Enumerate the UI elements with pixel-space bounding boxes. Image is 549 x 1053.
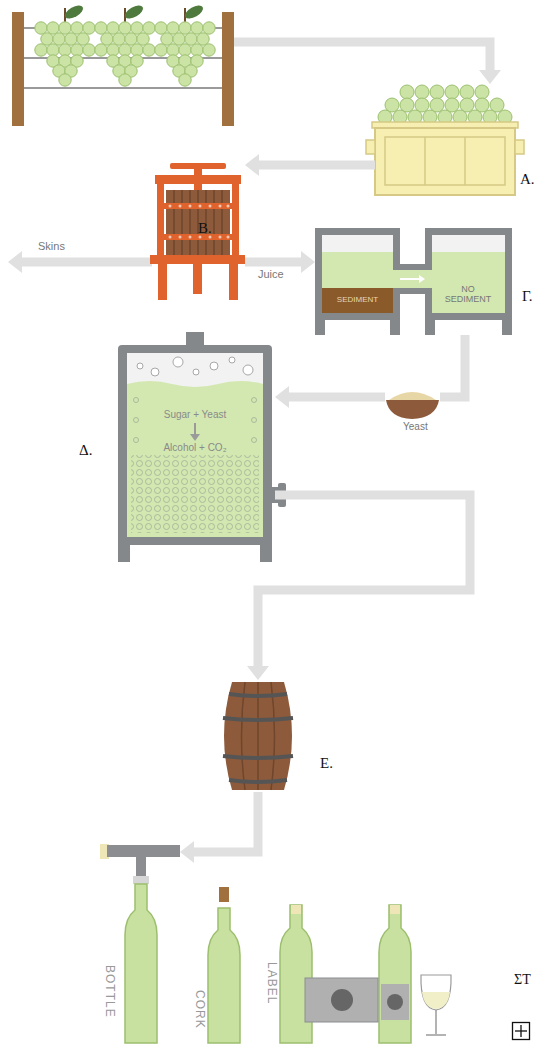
tank-text: SEDIMENT [322,295,393,304]
flow-connector [440,335,465,397]
reaction-text: Sugar + Yeast [125,409,265,421]
step-text: CORK [192,990,206,1029]
vineyard [12,3,234,126]
settling-group: Γ.SEDIMENTNO SEDIMENT [315,228,512,335]
arrow-head [275,386,289,408]
connector-line [193,792,258,852]
arrow-head [419,275,425,283]
connector-line [245,258,302,267]
bottling-node: BOTTLE [100,840,180,1045]
sediment-tank: SEDIMENT [315,228,400,335]
flow-arrow [234,42,501,84]
flow-connector [245,154,375,176]
output-label: Skins [38,240,65,253]
reaction-text: Alcohol + CO₂ [125,442,265,454]
step-letter: Ε. [320,755,333,772]
flow-connector [275,386,385,408]
arrow-head [247,666,269,680]
arrow-head [245,154,259,176]
connector-line [258,495,470,667]
arrow-head [301,251,315,273]
clear-tank: NO SEDIMENT [425,228,512,335]
step-letter: Α. [520,171,535,188]
connector-line [288,393,385,402]
fermenter-node: Sugar + YeastAlcohol + CO₂Δ. [115,330,275,562]
oak-barrel [223,682,293,790]
flow-connector [180,792,258,863]
fermentation-tank [118,332,286,562]
barrel-node: Ε. [220,680,296,792]
skins-arrow [8,251,152,273]
boxed-plus-symbol [513,1023,530,1040]
tank-text: NO SEDIMENT [443,284,493,305]
connector-line [400,278,420,280]
flow-connector [400,275,425,283]
grape-crate [366,85,524,195]
crate-node: Α. [375,85,515,197]
arrow-head [180,841,194,863]
bottling-line [100,844,451,1043]
step-letter: ΣΤ [514,972,531,988]
connector-line [440,335,465,397]
connector-line [258,161,375,170]
wine-press [150,163,245,300]
press-node: Β. [150,160,245,300]
yeast-node: Yeast [385,386,440,420]
step-letter: Β. [198,220,212,237]
step-text: BOTTLE [102,965,116,1018]
step-letter: Δ. [79,442,92,459]
step-text: LABEL [264,962,278,1004]
flow-connector [247,495,470,680]
step-letter: Γ. [522,288,533,305]
edge-label: Juice [258,268,284,281]
yeast-bowl [386,392,439,419]
ingredient-label: Yeast [403,421,428,433]
settling-tanks [315,228,512,335]
